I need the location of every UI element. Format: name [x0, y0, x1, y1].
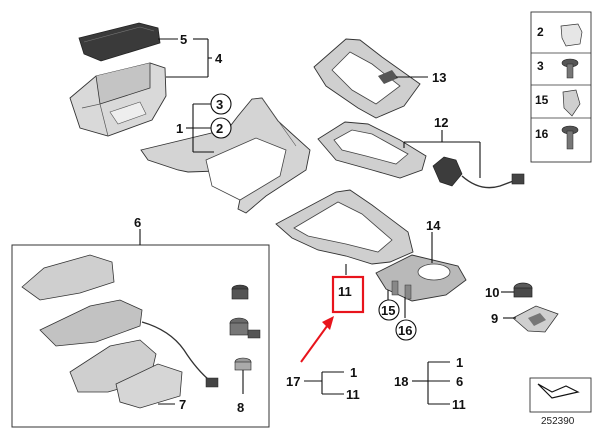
callout-15: 15 — [381, 303, 395, 318]
set-17-label: 17 — [286, 374, 300, 389]
clip-icon — [562, 89, 581, 117]
part-14-switch-panel[interactable] — [375, 254, 467, 302]
part-6-assembly-box — [11, 244, 270, 428]
callout-5: 5 — [180, 32, 187, 47]
part-10-bushing[interactable] — [513, 282, 533, 298]
callout-3: 3 — [216, 97, 223, 112]
drawing-number-box: 252390 — [529, 377, 592, 427]
part-7-tray-insert[interactable] — [115, 363, 183, 409]
part-8-cap[interactable] — [234, 357, 252, 371]
callout-12: 12 — [434, 115, 448, 130]
callout-6: 6 — [134, 215, 141, 230]
callout-9: 9 — [491, 311, 498, 326]
part-11-lower-bezel[interactable] — [275, 189, 414, 265]
sidebar-label-2: 2 — [537, 25, 544, 39]
set-18-item-1: 1 — [456, 355, 463, 370]
fastener-sidebar: 2 3 15 16 — [530, 11, 592, 163]
set-17-item-2: 11 — [346, 387, 360, 402]
clip-nut-icon — [560, 23, 583, 47]
set-17-item-1: 1 — [350, 365, 357, 380]
callout-1: 1 — [176, 121, 183, 136]
callout-7: 7 — [179, 397, 186, 412]
socket-part[interactable] — [231, 284, 249, 300]
part-1-center-bezel[interactable] — [140, 97, 311, 214]
callout-13: 13 — [432, 70, 446, 85]
callout-11: 11 — [338, 284, 352, 299]
part-4-storage-tray[interactable] — [69, 62, 167, 137]
part-5-trim-insert[interactable] — [78, 22, 161, 62]
socket-connector-part[interactable] — [229, 317, 261, 339]
set-18: 18 1 6 11 — [394, 355, 466, 412]
callout-circles — [210, 93, 417, 341]
sidebar-label-15: 15 — [535, 93, 549, 107]
part-13-upper-trim[interactable] — [313, 38, 421, 119]
part-12-shifter-trim[interactable] — [317, 121, 525, 189]
car-silhouette-icon — [537, 383, 580, 399]
callout-14: 14 — [426, 218, 441, 233]
red-arrow-icon — [300, 316, 334, 363]
highlight-box — [331, 275, 365, 314]
part-6-lid[interactable] — [21, 254, 115, 301]
part-9-cup-holder-insert[interactable] — [512, 305, 559, 333]
set-18-item-3: 11 — [452, 397, 466, 412]
callout-10: 10 — [485, 285, 499, 300]
set-18-item-2: 6 — [456, 374, 463, 389]
set-17: 17 1 11 — [286, 365, 360, 402]
drawing-number: 252390 — [541, 416, 575, 427]
set-18-label: 18 — [394, 374, 408, 389]
sidebar-label-3: 3 — [537, 59, 544, 73]
callout-8: 8 — [237, 400, 244, 415]
wiring-cable — [141, 321, 215, 385]
callout-2: 2 — [216, 121, 223, 136]
leader-lines — [139, 38, 516, 405]
part-6-tray[interactable] — [39, 299, 143, 347]
sidebar-label-16: 16 — [535, 127, 549, 141]
callout-16: 16 — [398, 323, 412, 338]
callout-4: 4 — [215, 51, 223, 66]
